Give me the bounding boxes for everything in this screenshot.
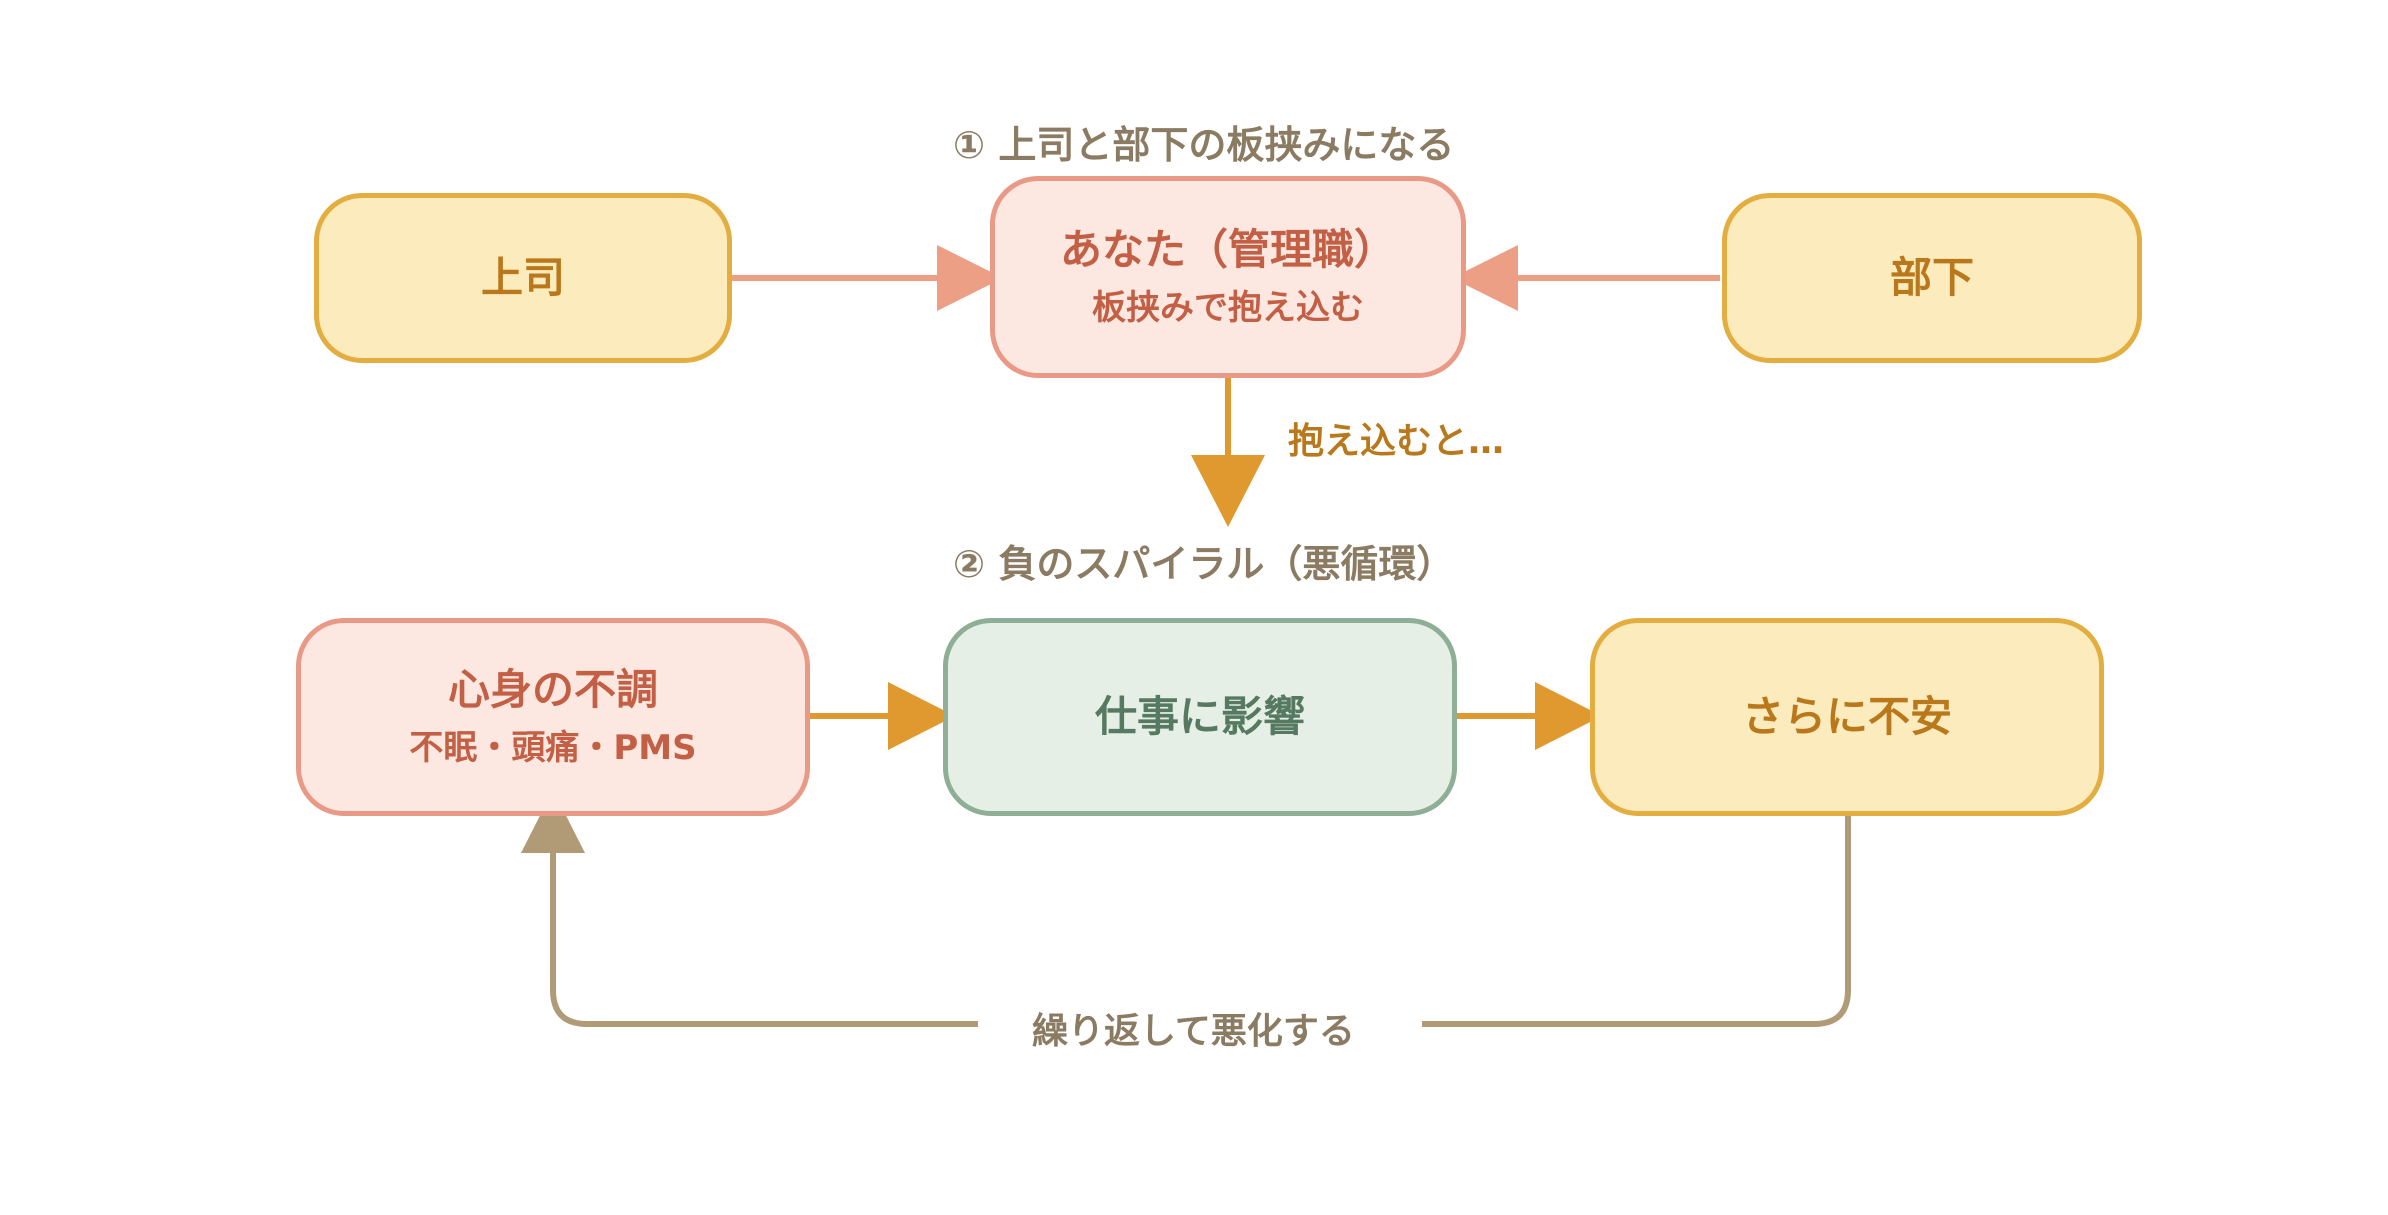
edge-label-loop: 繰り返して悪化する: [1032, 1011, 1355, 1052]
arrowhead-work-to-anxiety: [1535, 682, 1602, 750]
node-you: あなた（管理職） 板挟みで抱え込む: [990, 176, 1466, 378]
section-title-top: ① 上司と部下の板挟みになる: [953, 123, 1455, 167]
arrow-loop-right: [1422, 815, 1851, 1027]
node-health-label: 心身の不調: [447, 665, 658, 715]
edge-label-down: 抱え込むと…: [1288, 421, 1505, 462]
arrowhead-boss-to-you: [937, 245, 1003, 311]
node-work-label: 仕事に影響: [1094, 691, 1305, 741]
arrow-loop-left: [550, 852, 978, 1027]
node-you-sublabel: 板挟みで抱え込む: [1092, 287, 1364, 328]
node-health-sublabel: 不眠・頭痛・PMS: [409, 727, 697, 768]
node-boss: 上司: [314, 193, 732, 363]
node-subordinate-label: 部下: [1889, 252, 1974, 302]
arrowhead-you-down: [1191, 455, 1265, 527]
node-anxiety: さらに不安: [1590, 618, 2104, 816]
arrowhead-subordinate-to-you: [1452, 245, 1518, 311]
node-work: 仕事に影響: [943, 618, 1457, 816]
node-boss-label: 上司: [480, 252, 565, 302]
arrowhead-loop: [521, 790, 585, 853]
section-title-bottom: ② 負のスパイラル（悪循環）: [953, 542, 1455, 586]
node-health: 心身の不調 不眠・頭痛・PMS: [296, 618, 810, 816]
node-anxiety-label: さらに不安: [1741, 691, 1952, 741]
node-subordinate: 部下: [1722, 193, 2142, 363]
node-you-label: あなた（管理職）: [1059, 225, 1396, 275]
arrowhead-health-to-work: [888, 682, 955, 750]
